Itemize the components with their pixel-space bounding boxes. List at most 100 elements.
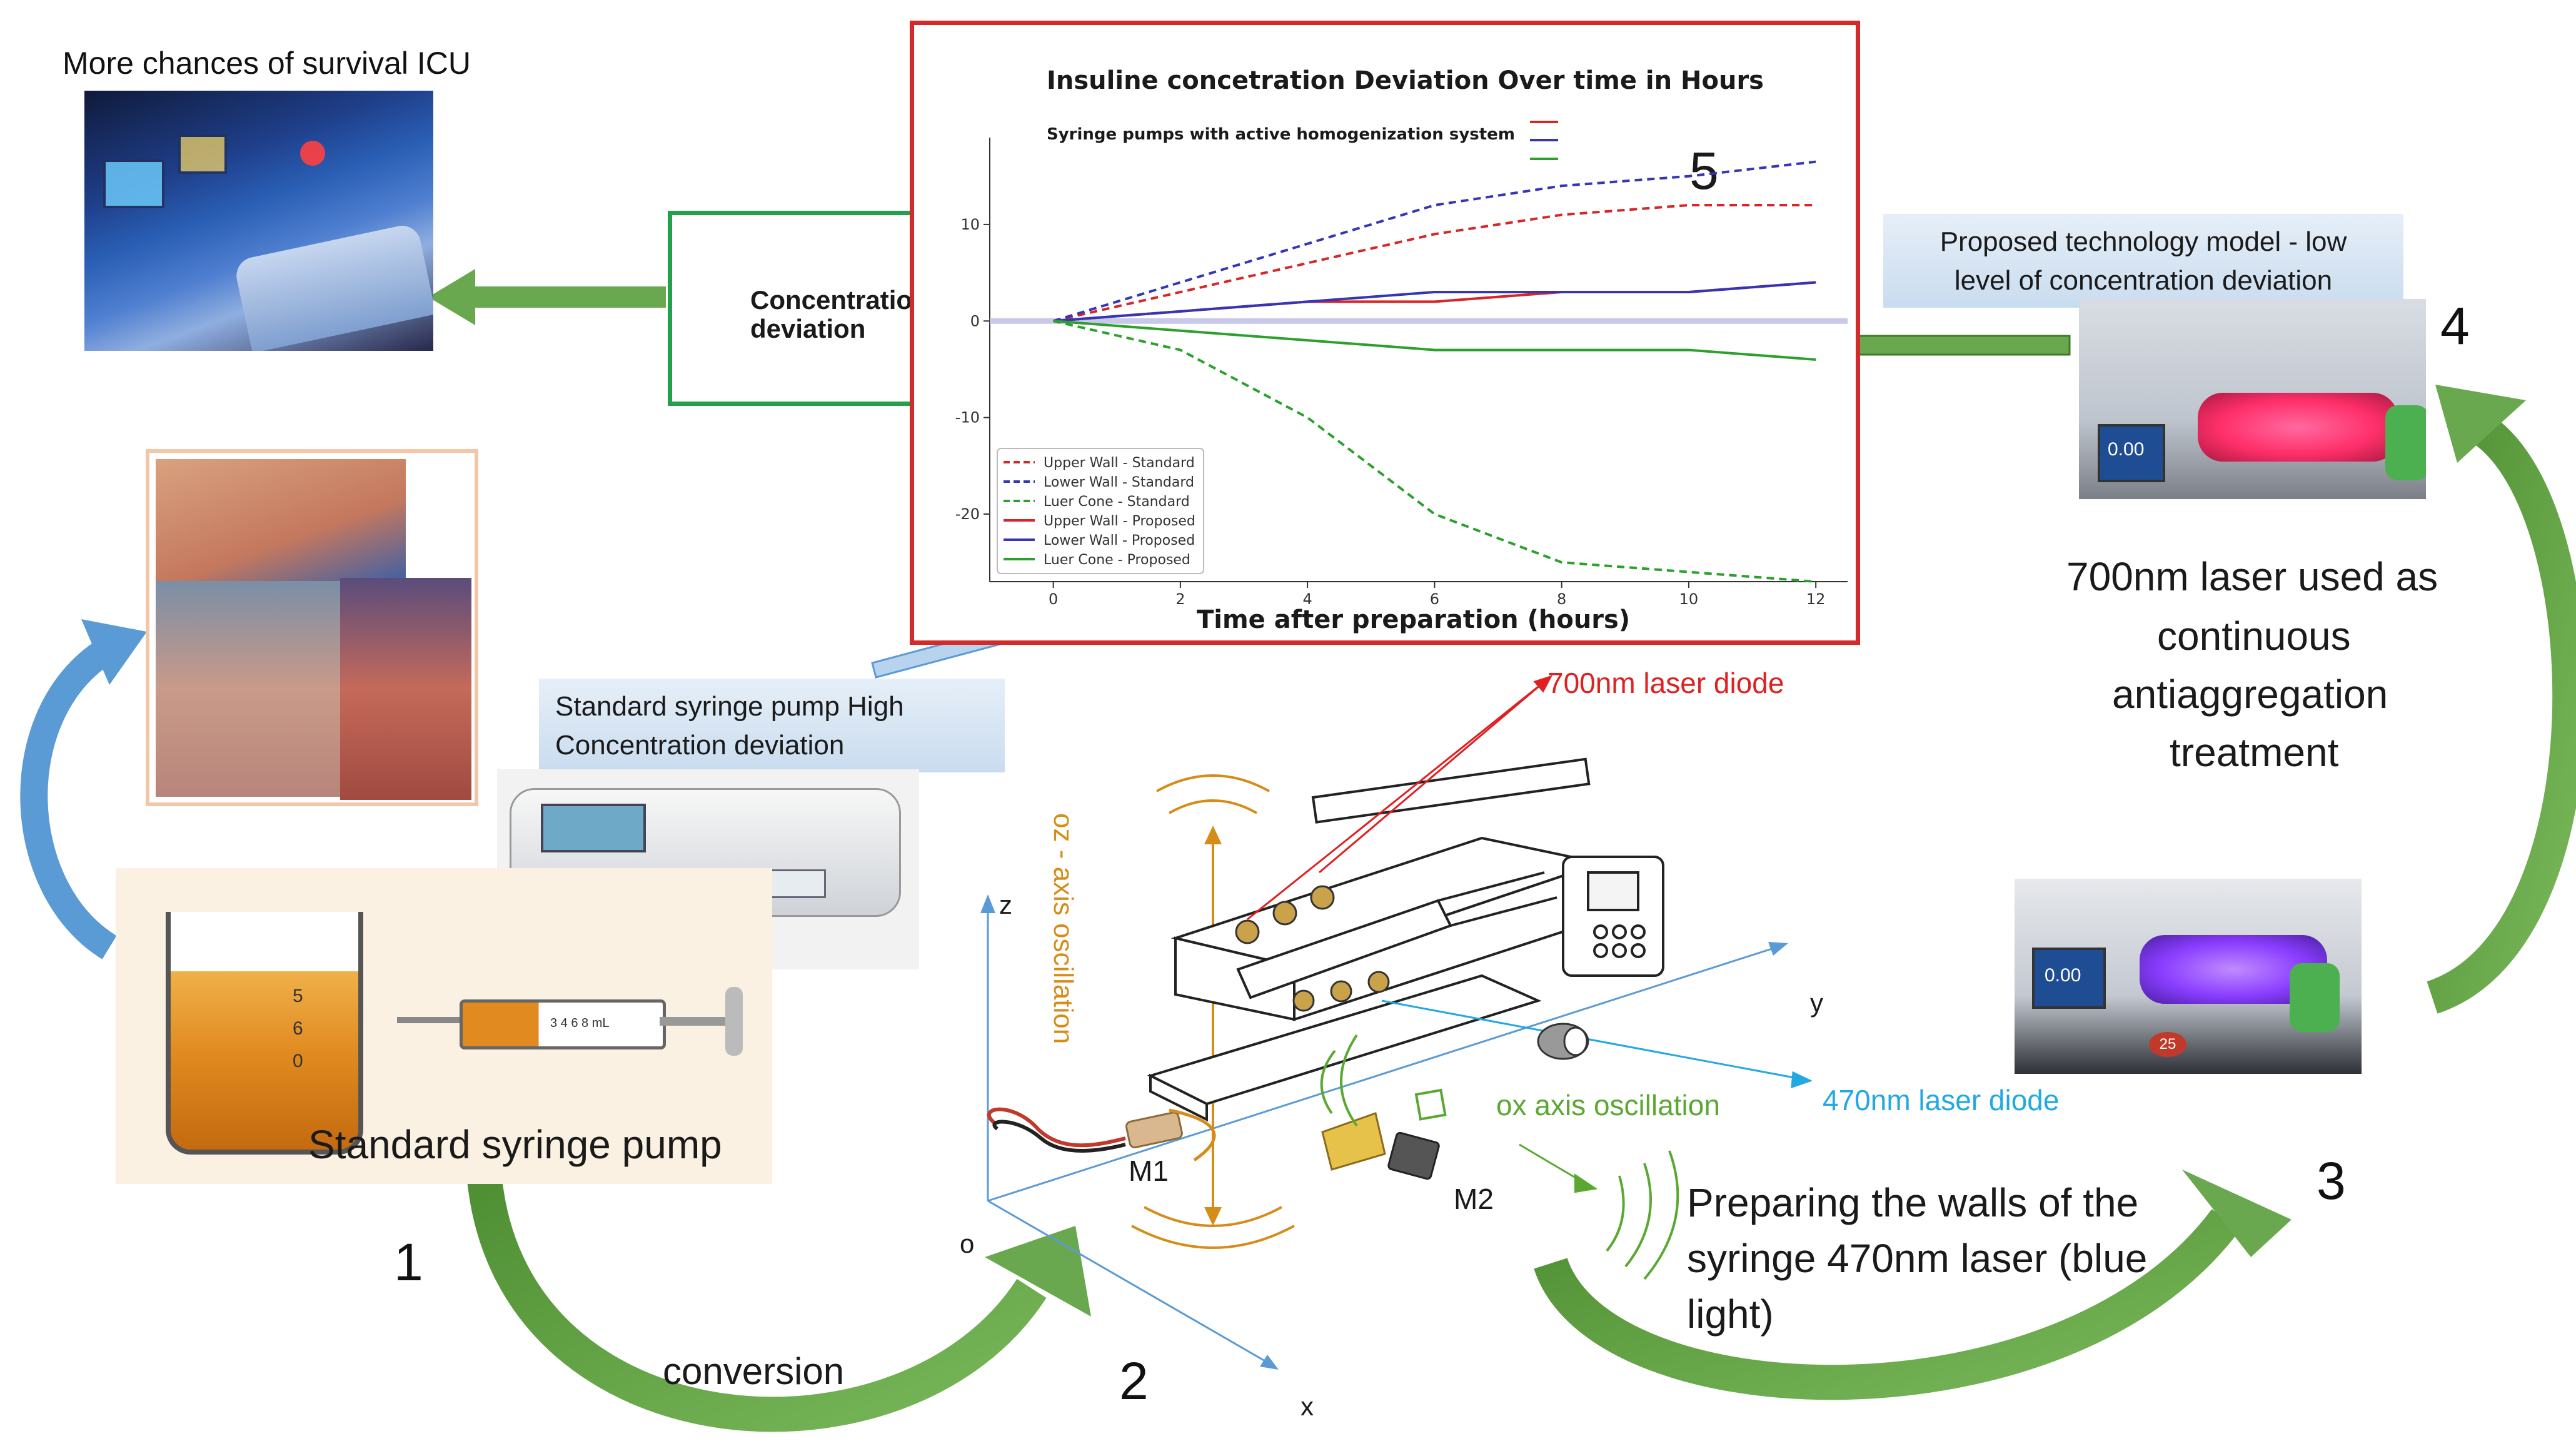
syringe-barrel: 3 4 6 8 mL bbox=[460, 999, 666, 1049]
arrow-blue-curve bbox=[20, 619, 147, 959]
proposed-callout-line1: Proposed technology model - low bbox=[1940, 226, 2347, 257]
arrow-to-icu bbox=[428, 269, 666, 325]
concentration-label-2: deviation bbox=[750, 314, 866, 343]
laser700-line2: continuous bbox=[2157, 614, 2351, 659]
concentration-label-1: Concentration bbox=[750, 285, 928, 315]
m2-label: M2 bbox=[1454, 1183, 1494, 1215]
chart-xlabel: Time after preparation (hours) bbox=[1197, 605, 1631, 634]
syringe-plunger bbox=[660, 1017, 728, 1026]
x-tick-label: 0 bbox=[1049, 590, 1058, 608]
standard-callout-line2: Concentration deviation bbox=[555, 730, 845, 761]
x-tick-label: 12 bbox=[1806, 590, 1826, 608]
skin-hand-photo bbox=[156, 581, 343, 797]
system-legend-blue bbox=[1530, 139, 1558, 141]
prep-line2: syringe 470nm laser (blue bbox=[1687, 1236, 2148, 1281]
syringe-flange bbox=[725, 987, 743, 1056]
laser700-line3: antiaggregation bbox=[2112, 672, 2388, 717]
beaker-syringe-illustration: 5 6 0 3 4 6 8 mL bbox=[116, 868, 772, 1184]
standard-callout-line1: Standard syringe pump High bbox=[555, 691, 904, 722]
axis-x-label: x bbox=[1301, 1392, 1314, 1421]
legend-label-2: Luer Cone - Standard bbox=[1044, 494, 1190, 510]
laser-470-diode-label: 470nm laser diode bbox=[1823, 1084, 2060, 1116]
icu-monitor bbox=[103, 159, 164, 208]
survival-label: More chances of survival ICU bbox=[63, 46, 471, 81]
motor-m2 bbox=[1321, 1088, 1447, 1180]
series-line-3 bbox=[1053, 281, 1816, 323]
y-tick-label: 10 bbox=[960, 216, 980, 233]
proposed-callout: Proposed technology model - low level of… bbox=[1883, 214, 2403, 308]
chart-title: Insuline concetration Deviation Over tim… bbox=[1047, 66, 1764, 95]
icu-monitor-2 bbox=[178, 134, 227, 174]
device-photo-red: 0.00 bbox=[2079, 299, 2426, 499]
legend-label-4: Lower Wall - Proposed bbox=[1044, 533, 1195, 549]
chart-legend-box bbox=[997, 448, 1204, 574]
skin-reaction-photo bbox=[146, 449, 478, 806]
syringe-needle bbox=[397, 1017, 460, 1023]
step-1: 1 bbox=[394, 1233, 423, 1292]
beaker: 5 6 0 bbox=[166, 912, 363, 1155]
arrow-3-to-4 bbox=[2426, 385, 2576, 1014]
axis-system bbox=[980, 894, 1788, 1370]
step-2: 2 bbox=[1119, 1352, 1149, 1410]
standard-pump-label: Standard syringe pump bbox=[308, 1122, 722, 1167]
laser-700-diode-label: 700nm laser diode bbox=[1547, 667, 1784, 699]
syringe-marks: 3 4 6 8 mL bbox=[550, 1016, 610, 1030]
step-4: 4 bbox=[2440, 296, 2470, 355]
y-tick-label: -10 bbox=[955, 409, 980, 427]
ox-axis-label: ox axis oscillation bbox=[1496, 1089, 1720, 1121]
x-tick-label: 10 bbox=[1679, 590, 1699, 608]
standard-callout: Standard syringe pump High Concentration… bbox=[539, 679, 1005, 772]
axis-o-label: o bbox=[960, 1229, 975, 1258]
legend-label-3: Upper Wall - Proposed bbox=[1044, 513, 1195, 529]
laser-700-lines bbox=[1247, 675, 1553, 921]
conversion-label: conversion bbox=[663, 1350, 845, 1392]
beaker-mark-2: 6 bbox=[293, 1018, 303, 1039]
device-badge: 25 bbox=[2149, 1032, 2186, 1057]
prep-line3: light) bbox=[1687, 1292, 1774, 1337]
skin-arm-photo bbox=[156, 459, 406, 584]
x-tick-label: 6 bbox=[1430, 590, 1439, 608]
y-tick-label: -20 bbox=[955, 505, 980, 523]
axis-z-label: z bbox=[999, 890, 1012, 919]
series-line-2 bbox=[1053, 320, 1816, 583]
device-photo-blue: 0.00 25 bbox=[2015, 879, 2362, 1074]
arrow-conversion bbox=[467, 1177, 1091, 1432]
device-badge-text: 25 bbox=[2159, 1036, 2176, 1053]
legend-label-0: Upper Wall - Standard bbox=[1044, 455, 1195, 471]
proposed-callout-line2: level of concentration deviation bbox=[1954, 265, 2333, 296]
device-display-a: 0.00 bbox=[2108, 439, 2145, 460]
ox-axis-waves bbox=[1320, 1034, 1679, 1280]
device-red-glow bbox=[2198, 393, 2398, 462]
chart-step-number: 5 bbox=[1689, 141, 1719, 200]
series-line-1 bbox=[1053, 160, 1816, 323]
beaker-mark-1: 5 bbox=[293, 986, 303, 1006]
concentration-box: Concentration deviation bbox=[668, 211, 950, 406]
chart-system-label: Syringe pumps with active homogenization… bbox=[1047, 125, 1515, 144]
x-tick-label: 2 bbox=[1175, 590, 1185, 608]
system-legend-green bbox=[1530, 158, 1558, 160]
device-screen-a: 0.00 bbox=[2098, 424, 2165, 482]
skin-forearm-photo bbox=[340, 578, 471, 800]
laser700-line4: treatment bbox=[2170, 730, 2339, 775]
series-line-4 bbox=[1053, 281, 1816, 323]
system-legend-red bbox=[1530, 121, 1558, 123]
standard-pump-screen bbox=[541, 804, 646, 852]
legend-label-5: Luer Cone - Proposed bbox=[1044, 552, 1190, 568]
laser-470-lens bbox=[1537, 1023, 1589, 1060]
arrow-prep-to-3 bbox=[1534, 1170, 2292, 1400]
series-line-0 bbox=[1053, 204, 1816, 323]
oz-axis-arrow bbox=[1131, 774, 1295, 1249]
series-line-5 bbox=[1053, 320, 1816, 361]
legend-label-1: Lower Wall - Standard bbox=[1044, 475, 1194, 490]
x-tick-label: 8 bbox=[1557, 590, 1566, 608]
y-tick-label: 0 bbox=[970, 312, 980, 330]
device-hand-b bbox=[2290, 963, 2340, 1032]
prep-line1: Preparing the walls of the bbox=[1687, 1180, 2139, 1225]
m1-label: M1 bbox=[1129, 1155, 1169, 1187]
laser-470-line bbox=[1381, 999, 1813, 1089]
device-display-b: 0.00 bbox=[2045, 965, 2081, 986]
step-3: 3 bbox=[2317, 1151, 2346, 1210]
icu-photo bbox=[84, 91, 433, 351]
